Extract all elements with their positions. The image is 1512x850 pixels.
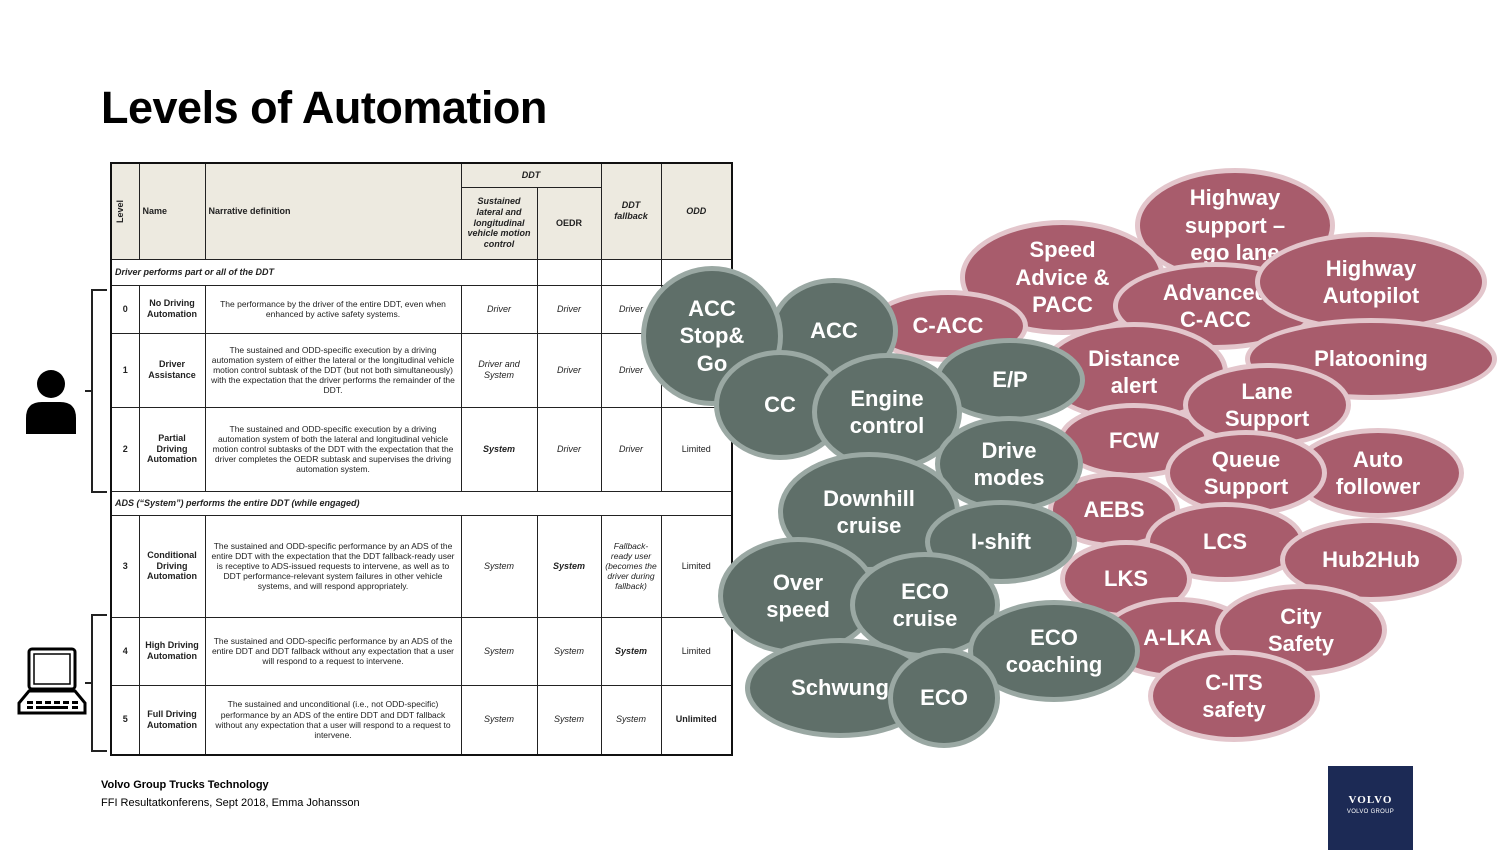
odd-header: ODD xyxy=(660,162,733,260)
volvo-group-logo: VOLVO VOLVO GROUP xyxy=(1328,766,1413,850)
narrative-header: Narrative definition xyxy=(204,162,462,260)
table-row: 5 Full Driving Automation The sustained … xyxy=(110,684,733,756)
footer-company: Volvo Group Trucks Technology xyxy=(101,779,269,791)
page-title: Levels of Automation xyxy=(101,82,547,133)
logo-line2: VOLVO GROUP xyxy=(1346,809,1395,815)
bubble-over-speed: Over speed xyxy=(718,537,878,655)
table-row: 0 No Driving Automation The performance … xyxy=(110,284,733,334)
table-row: 2 Partial Driving Automation The sustain… xyxy=(110,406,733,492)
laptop-icon xyxy=(17,645,87,722)
bubble-hub2hub: Hub2Hub xyxy=(1280,518,1462,602)
name-header: Name xyxy=(138,162,206,260)
bubble-engine-control: Engine control xyxy=(812,353,962,471)
automation-levels-table: Level Name Narrative definition DDT DDT … xyxy=(110,162,733,756)
sustained-header: Sustained lateral and longitudinal vehic… xyxy=(460,186,538,260)
ddt-header: DDT xyxy=(460,162,602,188)
table-row: 4 High Driving Automation The sustained … xyxy=(110,616,733,686)
logo-line1: VOLVO xyxy=(1348,794,1393,806)
person-icon xyxy=(24,368,78,439)
bubble-eco: ECO xyxy=(888,648,1000,748)
footer-event: FFI Resultatkonferens, Sept 2018, Emma J… xyxy=(101,797,360,809)
bubble-eco-coaching: ECO coaching xyxy=(968,600,1140,702)
oedr-header: OEDR xyxy=(536,186,602,260)
bubble-c-acc: C-ACC xyxy=(868,290,1028,362)
bubble-highway-autopilot: Highway Autopilot xyxy=(1255,232,1487,332)
table-row: 1 Driver Assistance The sustained and OD… xyxy=(110,332,733,408)
bubble-drive-modes: Drive modes xyxy=(935,416,1083,512)
section-driver: Driver performs part or all of the DDT xyxy=(110,258,538,286)
table-row: 3 Conditional Driving Automation The sus… xyxy=(110,514,733,618)
bubble-c-its-safety: C-ITS safety xyxy=(1148,650,1320,742)
level-header: Level xyxy=(110,162,140,260)
fallback-header: DDT fallback xyxy=(600,162,662,260)
system-bracket xyxy=(85,614,107,752)
section-ads: ADS (“System”) performs the entire DDT (… xyxy=(110,490,733,516)
driver-bracket xyxy=(85,289,107,493)
